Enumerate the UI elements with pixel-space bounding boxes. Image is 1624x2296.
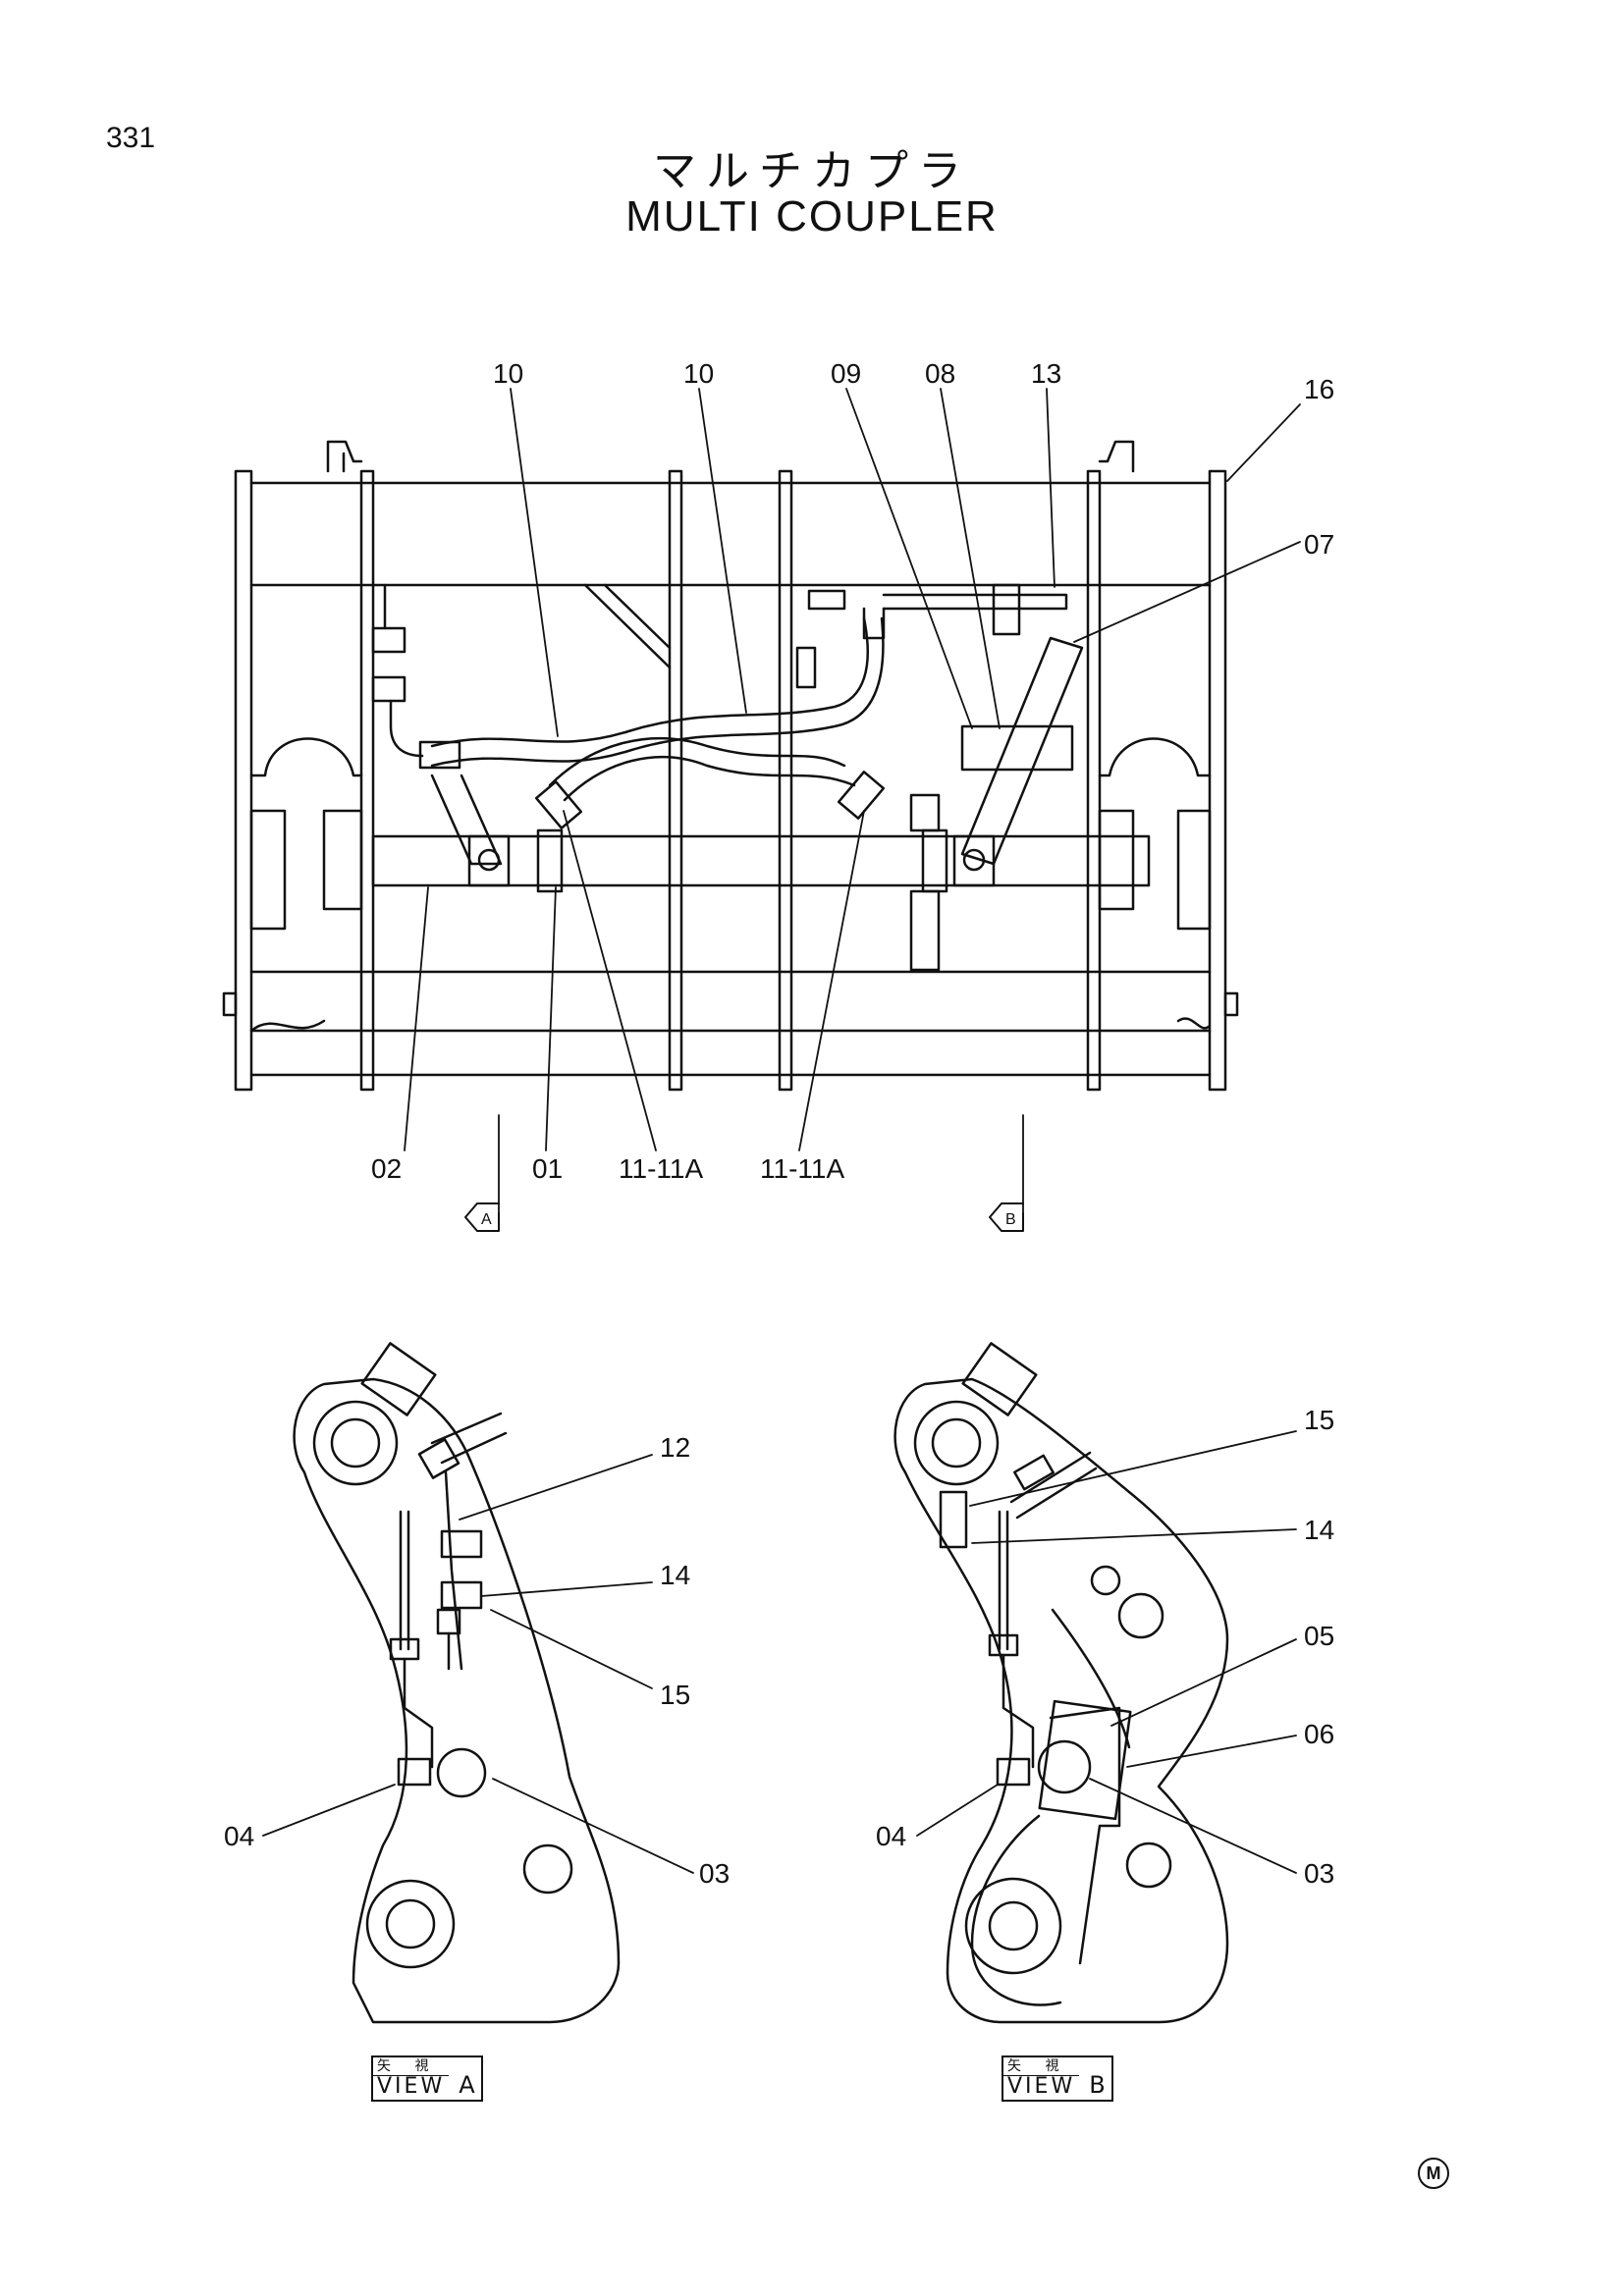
callout-view-a-15: 15 — [660, 1680, 690, 1710]
view-a-label-letter: A — [459, 2071, 475, 2099]
view-b-label-jp: 矢 視 — [1007, 2058, 1069, 2074]
view-b-label: 矢 視 VIEW B — [1001, 2056, 1113, 2102]
section-arrow-b-letter: B — [1005, 1211, 1016, 1228]
callout-main-10b: 10 — [683, 358, 714, 389]
callout-view-b-14: 14 — [1304, 1515, 1334, 1545]
section-arrow-b — [989, 1202, 1024, 1232]
page-number: 331 — [106, 122, 156, 154]
main-view-frame — [222, 440, 1239, 1092]
callout-main-13: 13 — [1031, 358, 1061, 389]
callout-main-07: 07 — [1304, 529, 1334, 560]
callout-main-10a: 10 — [493, 358, 523, 389]
section-arrow-a-letter: A — [481, 1211, 492, 1228]
view-b-drawing — [893, 1342, 1229, 2024]
view-a-label: 矢 視 VIEW A — [371, 2056, 483, 2102]
callout-view-a-12: 12 — [660, 1432, 690, 1463]
callout-view-b-04: 04 — [876, 1821, 906, 1851]
main-view-hoses — [371, 583, 1084, 893]
callout-view-a-04: 04 — [224, 1821, 254, 1851]
circled-m-mark: M — [1418, 2158, 1449, 2189]
title-japanese: マルチカプラ — [653, 146, 971, 196]
view-a-drawing — [293, 1342, 621, 2024]
view-b-label-en: VIEW — [1003, 2075, 1080, 2100]
callout-main-11b: 11-11A — [760, 1153, 844, 1184]
view-b-label-letter: B — [1089, 2071, 1106, 2099]
view-a-leaders — [262, 1454, 694, 1874]
callout-main-09: 09 — [831, 358, 861, 389]
callout-main-16: 16 — [1304, 374, 1334, 404]
view-a-label-en: VIEW — [373, 2075, 450, 2100]
section-arrow-a — [464, 1202, 500, 1232]
callout-view-b-15: 15 — [1304, 1405, 1334, 1435]
main-view-leaders — [404, 388, 1301, 1214]
callout-view-b-06: 06 — [1304, 1719, 1334, 1749]
callout-main-11a: 11-11A — [619, 1153, 703, 1184]
callout-main-01: 01 — [532, 1153, 563, 1184]
callout-main-02: 02 — [371, 1153, 402, 1184]
callout-main-08: 08 — [925, 358, 955, 389]
title-english: MULTI COUPLER — [625, 192, 999, 240]
callout-view-b-03: 03 — [1304, 1858, 1334, 1889]
callout-view-a-14: 14 — [660, 1560, 690, 1590]
view-a-label-jp: 矢 視 — [377, 2058, 439, 2074]
view-b-leaders — [916, 1430, 1297, 1874]
callout-view-b-05: 05 — [1304, 1621, 1334, 1651]
callout-view-a-03: 03 — [699, 1858, 730, 1889]
